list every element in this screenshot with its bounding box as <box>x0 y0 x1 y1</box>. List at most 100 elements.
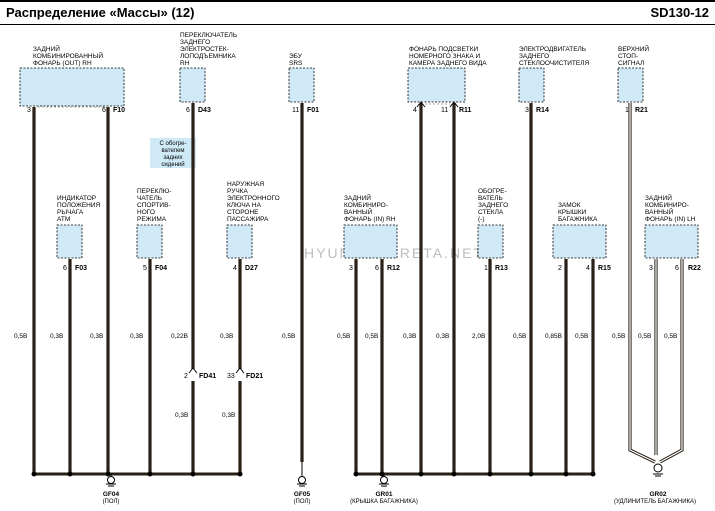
liftgate-switch-box[interactable] <box>179 67 206 103</box>
label-sport-mode-switch: ПЕРЕКЛЮ- ЧАТЕЛЬ СПОРТИВ- НОГО РЕЖИМА <box>137 188 171 223</box>
label-liftgate-switch: ПЕРЕКЛЮЧАТЕЛЬ ЗАДНЕГО ЭЛЕКТРОСТЕК- ЛОПОД… <box>180 32 237 67</box>
at-lever-indicator-box[interactable] <box>56 224 83 259</box>
srs-ecu-box[interactable] <box>288 67 315 103</box>
conn-f10: F10 <box>113 107 125 114</box>
svg-text:РЫЧАГА: РЫЧАГА <box>57 209 84 216</box>
note-line-4: сидений <box>161 161 184 168</box>
svg-text:СИГНАЛ: СИГНАЛ <box>618 60 644 67</box>
svg-text:РУЧКА: РУЧКА <box>227 188 248 195</box>
svg-text:ФОНАРЬ ПОДСВЕТКИ: ФОНАРЬ ПОДСВЕТКИ <box>409 46 479 53</box>
ground-symbol-gf05 <box>297 462 307 487</box>
wires <box>32 103 595 474</box>
wire-size-7: 0,5B <box>282 333 295 340</box>
conn-f04: F04 <box>155 265 167 272</box>
svg-text:КОМБИНИРО-: КОМБИНИРО- <box>344 202 388 209</box>
svg-text:ИНДИКАТОР: ИНДИКАТОР <box>57 195 96 202</box>
tailgate-lock-box[interactable] <box>552 224 607 259</box>
label-plate-lamp-camera: ФОНАРЬ ПОДСВЕТКИ НОМЕРНОГО ЗНАКА И КАМЕР… <box>409 46 487 67</box>
svg-text:ЗАМОК: ЗАМОК <box>558 202 581 209</box>
label-tailgate-lock: ЗАМОК КРЫШКИ БАГАЖНИКА <box>558 202 598 223</box>
pin-f04: 5 <box>143 265 147 272</box>
pin-r12-6: 6 <box>375 265 379 272</box>
conn-d27: D27 <box>245 265 258 272</box>
rear-defogger-box[interactable] <box>477 224 504 259</box>
wire-size-8: 0,5B <box>337 333 350 340</box>
ground-gf04-name: GF04 <box>103 491 120 498</box>
outside-handle-box[interactable] <box>226 224 253 259</box>
label-rear-lamp-out-rh: ЗАДНИЙ КОМБИНИРОВАННЫЙ ФОНАРЬ (OUT) RH <box>33 44 103 67</box>
wire-size-9: 0,5B <box>365 333 378 340</box>
ground-gr01-name: GR01 <box>376 491 393 498</box>
svg-text:ЗАДНЕГО: ЗАДНЕГО <box>519 53 549 60</box>
header-rule <box>0 0 715 2</box>
conn-r14: R14 <box>536 107 549 114</box>
wire-size-4: 0,3B <box>130 333 143 340</box>
wire-size-16: 0,5B <box>612 333 625 340</box>
conn-r22: R22 <box>688 265 701 272</box>
wire-size-5: 0,22B <box>171 333 188 340</box>
diagram-code: SD130-12 <box>650 5 709 20</box>
wire-size-13: 0,5B <box>513 333 526 340</box>
pin-f10-6: 6 <box>102 107 106 114</box>
rear-lamp-out-rh-box[interactable] <box>19 67 125 107</box>
pin-r15-4: 4 <box>586 265 590 272</box>
plate-arrow-1 <box>416 101 426 108</box>
label-rear-wiper-motor: ЭЛЕКТРОДВИГАТЕЛЬ ЗАДНЕГО СТЕКЛООЧИСТИТЕЛ… <box>519 46 590 67</box>
conn-r15: R15 <box>598 265 611 272</box>
svg-text:ЗАДНЕГО: ЗАДНЕГО <box>180 39 210 46</box>
svg-text:КЛЮЧА НА: КЛЮЧА НА <box>227 202 262 209</box>
ground-symbol-gf04 <box>106 474 116 487</box>
svg-text:КОМБИНИРО-: КОМБИНИРО- <box>645 202 689 209</box>
pin-d27: 4 <box>233 265 237 272</box>
note-line-3: задних <box>163 155 182 161</box>
svg-text:ЭЛЕКТРОННОГО: ЭЛЕКТРОННОГО <box>227 195 280 202</box>
wire-size-15: 0,5B <box>575 333 588 340</box>
conn-r11: R11 <box>459 107 472 114</box>
svg-text:ВАННЫЙ: ВАННЫЙ <box>645 207 674 216</box>
svg-text:НОМЕРНОГО ЗНАКА И: НОМЕРНОГО ЗНАКА И <box>409 53 480 60</box>
svg-text:ОБОГРЕ-: ОБОГРЕ- <box>478 188 507 195</box>
rear-lamp-in-rh-box[interactable] <box>343 224 398 259</box>
svg-text:SRS: SRS <box>289 60 303 67</box>
svg-text:КОМБИНИРОВАННЫЙ: КОМБИНИРОВАННЫЙ <box>33 51 103 60</box>
wire-size-2: 0,3B <box>50 333 63 340</box>
svg-text:СТЕКЛА: СТЕКЛА <box>478 209 504 216</box>
svg-text:ЭБУ: ЭБУ <box>289 53 303 60</box>
wire-size-12: 2,0B <box>472 333 485 340</box>
plate-lamp-camera-box[interactable] <box>407 67 466 103</box>
svg-text:ФОНАРЬ (IN) LH: ФОНАРЬ (IN) LH <box>645 216 696 223</box>
wire-size-10: 0,3B <box>403 333 416 340</box>
ground-gf05-name: GF05 <box>294 491 311 498</box>
wire-size-17: 0,5B <box>638 333 651 340</box>
plate-arrow-2 <box>449 101 459 108</box>
conn-r13: R13 <box>495 265 508 272</box>
svg-text:ЗАДНИЙ: ЗАДНИЙ <box>33 44 60 53</box>
svg-text:РЕЖИМА: РЕЖИМА <box>137 216 167 223</box>
pin-r22-3: 3 <box>649 265 653 272</box>
svg-text:ATM: ATM <box>57 216 70 223</box>
wire-size-20: 0,3B <box>222 412 235 419</box>
svg-text:(-): (-) <box>478 216 485 223</box>
wire-lamp-in-lh-6 <box>659 259 684 464</box>
rear-wiper-motor-box[interactable] <box>518 67 545 103</box>
svg-text:ПЕРЕКЛЮЧАТЕЛЬ: ПЕРЕКЛЮЧАТЕЛЬ <box>180 32 237 39</box>
svg-text:ЗАДНИЙ: ЗАДНИЙ <box>645 193 672 202</box>
svg-text:ФОНАРЬ (OUT) RH: ФОНАРЬ (OUT) RH <box>33 60 92 67</box>
ground-gr01-loc: (КРЫШКА БАГАЖНИКА) <box>350 499 418 505</box>
fd21-arrow <box>235 367 245 374</box>
conn-fd21: FD21 <box>246 373 263 380</box>
svg-text:ВЕРХНИЙ: ВЕРХНИЙ <box>618 44 649 53</box>
pin-f01: 11 <box>292 107 299 114</box>
pin-r21: 1 <box>625 107 629 114</box>
svg-text:НОГО: НОГО <box>137 209 155 216</box>
note-line-1: С обогре- <box>160 141 187 147</box>
rear-lamp-in-lh-box[interactable] <box>644 224 699 259</box>
fd41-arrow <box>188 367 198 374</box>
high-stop-lamp-box[interactable] <box>617 67 644 103</box>
ground-gf05-loc: (ПОЛ) <box>294 499 311 505</box>
wire-size-1: 0,5B <box>14 333 27 340</box>
ground-symbol-gr02 <box>653 463 663 477</box>
sport-mode-switch-box[interactable] <box>136 224 163 259</box>
svg-text:БАГАЖНИКА: БАГАЖНИКА <box>558 216 598 223</box>
